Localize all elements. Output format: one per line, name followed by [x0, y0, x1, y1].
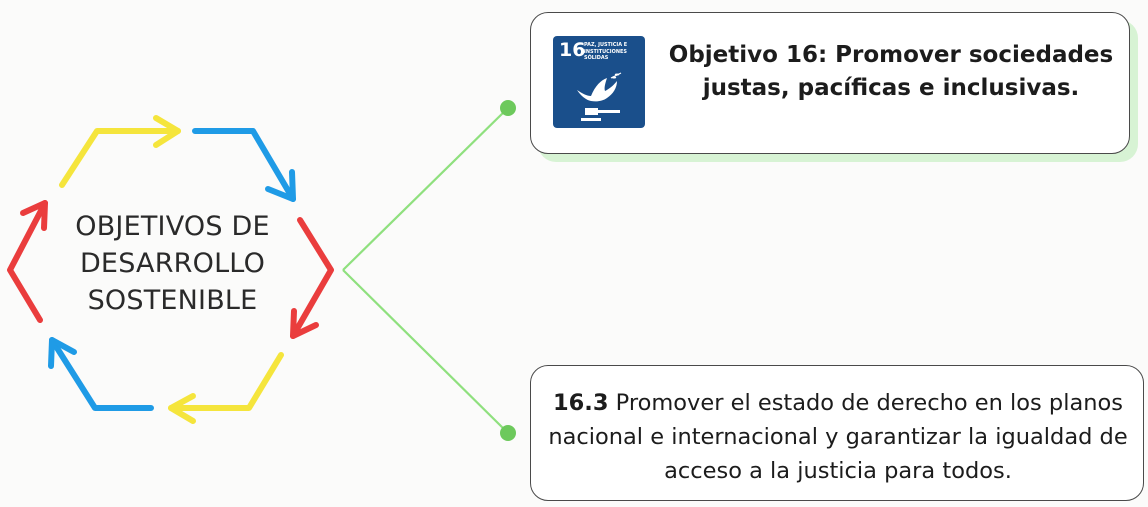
target-text: 16.3 Promover el estado de derecho en lo…	[543, 386, 1133, 488]
hub-title-line-2: DESARROLLO	[79, 248, 266, 279]
cycle-arrows	[7, 115, 334, 424]
connectors	[342, 107, 509, 434]
arrow-blue-top	[192, 128, 296, 202]
connector-dot-top	[500, 100, 516, 116]
arrow-blue-bottom	[48, 337, 154, 411]
target-card: 16.3 Promover el estado de derecho en lo…	[530, 365, 1144, 501]
arrow-red-right	[290, 217, 334, 339]
connector-dot-bottom	[500, 425, 516, 441]
objective-card: 16 PAZ, JUSTICIA E INSTITUCIONES SÓLIDAS…	[530, 12, 1130, 154]
arrow-yellow-top	[59, 115, 181, 188]
dove-gavel-icon	[577, 72, 622, 121]
sdg-badge-name: PAZ, JUSTICIA E INSTITUCIONES SÓLIDAS	[584, 42, 628, 61]
connector-top	[342, 107, 509, 271]
sdg-16-badge: 16 PAZ, JUSTICIA E INSTITUCIONES SÓLIDAS	[553, 36, 645, 128]
hub-title-line-1: OBJETIVOS DE	[75, 211, 270, 242]
sdg-badge-number: 16	[559, 39, 586, 61]
target-code: 16.3	[553, 390, 609, 416]
arrow-yellow-bottom	[168, 352, 284, 424]
arrow-red-left	[7, 200, 48, 323]
connector-bottom	[342, 269, 509, 434]
hub-title: OBJETIVOS DE DESARROLLO SOSTENIBLE	[40, 208, 305, 319]
hub-title-line-3: SOSTENIBLE	[87, 285, 258, 316]
objective-text: Objetivo 16: Promover sociedades justas,…	[668, 42, 1114, 101]
target-description: Promover el estado de derecho en los pla…	[548, 390, 1128, 484]
